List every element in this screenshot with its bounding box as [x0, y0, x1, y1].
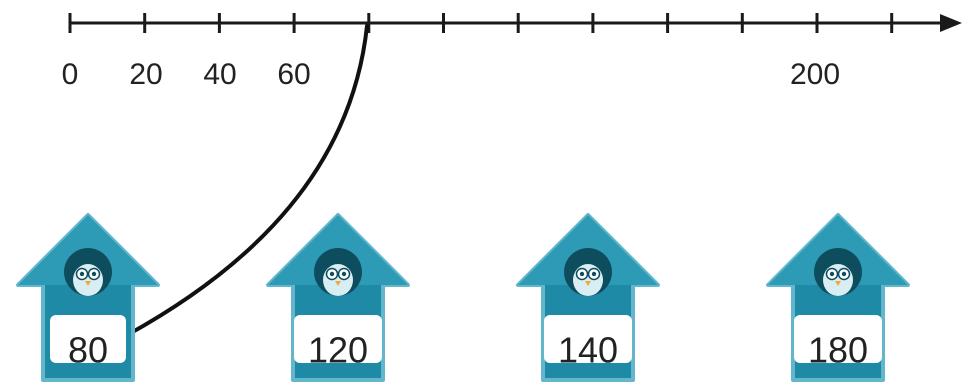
number-line-arrowhead: [940, 14, 962, 32]
birdhouse-2: 120: [266, 213, 410, 382]
birdhouse-value: 140: [558, 330, 618, 371]
connector-curve: [116, 24, 369, 342]
birdhouse-1: 80: [16, 213, 160, 382]
tick-label-0: 0: [62, 58, 79, 91]
tick-label-40: 40: [203, 58, 236, 91]
birdhouse-value: 180: [808, 330, 868, 371]
tick-label-200: 200: [790, 58, 840, 91]
birdhouse-label-box: [50, 315, 126, 363]
birdhouse-3: 140: [516, 213, 660, 382]
tick-label-20: 20: [129, 58, 162, 91]
tick-labels: 0 20 40 60 200: [62, 58, 840, 91]
birdhouse-label-box: [794, 315, 882, 363]
birdhouse-4: 180: [766, 213, 910, 382]
number-line: [68, 13, 962, 33]
number-line-ticks: [68, 13, 894, 33]
tick-label-60: 60: [277, 58, 310, 91]
birdhouse-value: 80: [68, 330, 108, 371]
birdhouse-label-box: [544, 315, 632, 363]
birdhouse-value: 120: [308, 330, 368, 371]
birdhouse-label-box: [294, 315, 382, 363]
